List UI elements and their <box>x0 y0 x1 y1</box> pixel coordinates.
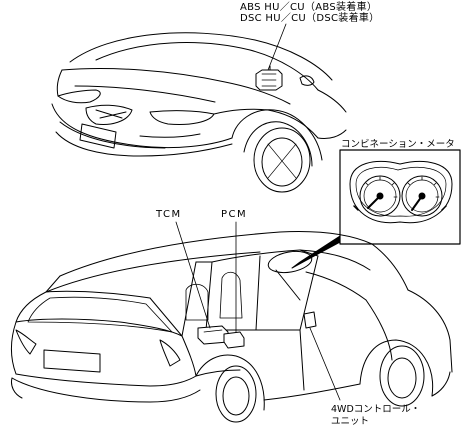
pcm-module <box>223 221 245 349</box>
four-wd-unit-label-line1: 4WDコントロール・ <box>331 404 421 415</box>
car-rear-cutaway-icon <box>11 231 453 423</box>
pcm-label: PCM <box>221 209 248 220</box>
combination-meter-icon <box>291 149 461 269</box>
abs-unit-label: ABS HU／CU（ABS装着車） <box>240 2 378 13</box>
abs-dsc-unit <box>255 23 287 91</box>
car-front-view-icon <box>51 32 347 193</box>
tcm-label: TCM <box>156 209 182 220</box>
four-wd-unit-label-line2: ユニット <box>331 416 370 427</box>
dsc-unit-label: DSC HU／CU（DSC装着車） <box>240 13 380 24</box>
four-wd-control-unit <box>303 311 341 401</box>
combination-meter-label: コンビネーション・メータ <box>341 139 455 150</box>
